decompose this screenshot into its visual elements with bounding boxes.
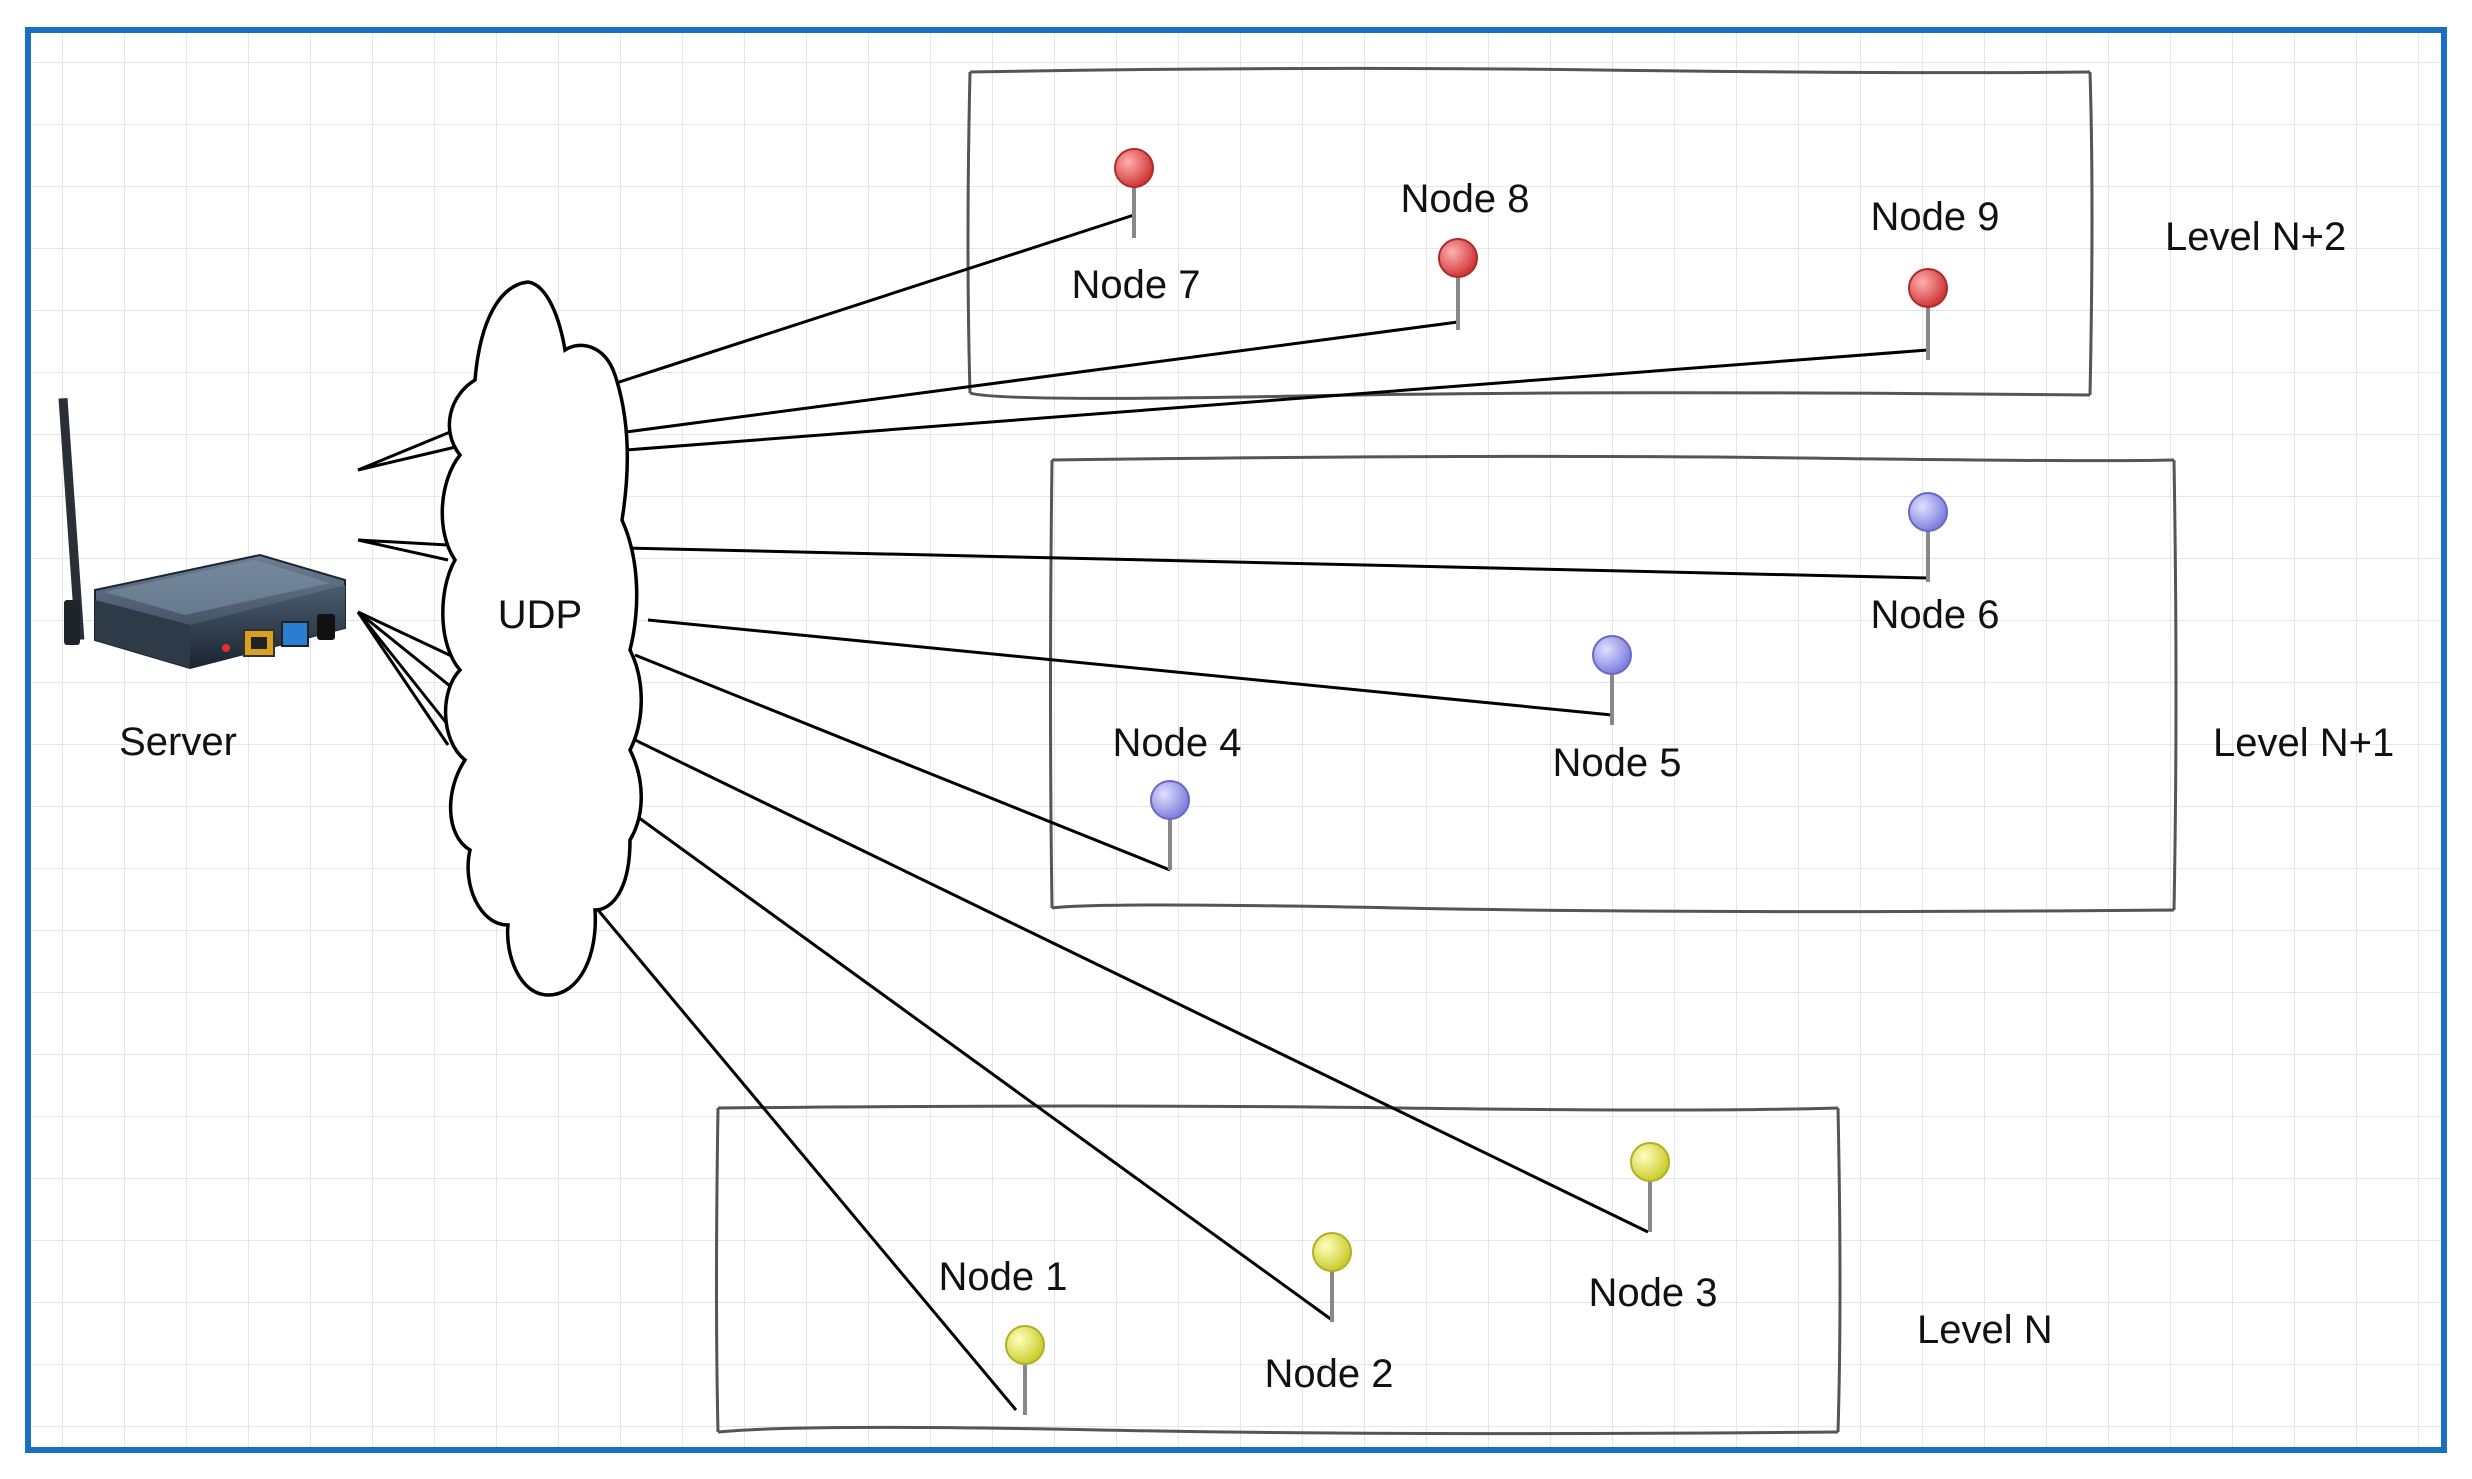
node-9 [1908, 268, 1948, 360]
node-3 [1630, 1142, 1670, 1232]
diagram-frame [25, 27, 2447, 1453]
node-5 [1592, 635, 1632, 725]
node-8 [1438, 238, 1478, 330]
grid-background [28, 30, 2444, 1450]
node-4 [1150, 780, 1190, 870]
node-8-label: Node 8 [1401, 177, 1530, 221]
level-label-n2: Level N+2 [2165, 215, 2346, 259]
node-6 [1908, 492, 1948, 582]
node-7-label: Node 7 [1072, 263, 1201, 307]
node-4-label: Node 4 [1113, 721, 1242, 765]
node-links [596, 213, 1929, 1411]
server-links [356, 428, 461, 746]
level-box-n0 [715, 1104, 1842, 1436]
level-box-n1 [1049, 454, 2178, 914]
wireless-router-icon [58, 397, 346, 670]
level-label-n1: Level N+1 [2213, 721, 2394, 765]
node-7 [1114, 148, 1154, 238]
cloud-icon [440, 280, 643, 997]
node-1-label: Node 1 [939, 1255, 1068, 1299]
server-label: Server [119, 720, 237, 764]
node-2 [1312, 1232, 1352, 1322]
node-3-label: Node 3 [1589, 1271, 1718, 1315]
cloud-label: UDP [498, 593, 582, 637]
node-5-label: Node 5 [1553, 741, 1682, 785]
level-box-n2 [966, 66, 2094, 400]
node-6-label: Node 6 [1871, 593, 2000, 637]
node-9-label: Node 9 [1871, 195, 2000, 239]
level-label-n0: Level N [1917, 1308, 2053, 1352]
node-2-label: Node 2 [1265, 1352, 1394, 1396]
node-1 [1005, 1325, 1045, 1415]
